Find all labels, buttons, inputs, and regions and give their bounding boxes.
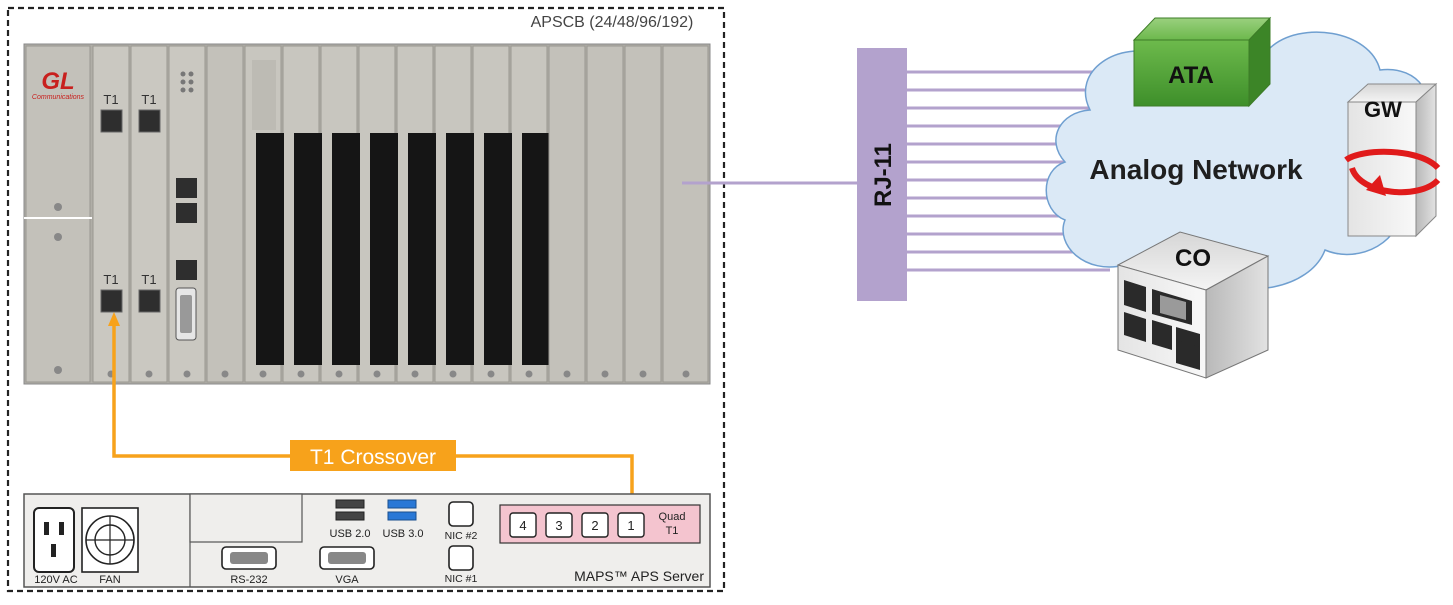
t1-label-top-2: T1 bbox=[141, 92, 156, 107]
t1-port-bottom-2[interactable] bbox=[138, 289, 161, 313]
apscb-chassis: GL Communications T1 T1 T1 T1 bbox=[23, 43, 711, 385]
usb3-port-2[interactable] bbox=[387, 511, 417, 521]
gl-logo-subtext: Communications bbox=[32, 94, 85, 101]
usb3-port-1[interactable] bbox=[387, 499, 417, 509]
central-office-device bbox=[1116, 231, 1270, 379]
t1-port-top-1[interactable] bbox=[100, 109, 123, 133]
ata-device bbox=[1132, 16, 1272, 108]
t1-label-top-1: T1 bbox=[103, 92, 118, 107]
rj11-connector bbox=[857, 48, 907, 301]
controller-module bbox=[25, 45, 91, 383]
quad-t1-port-2[interactable] bbox=[581, 512, 609, 538]
ata-label: ATA bbox=[1168, 62, 1214, 89]
quad-t1-port-3[interactable] bbox=[545, 512, 573, 538]
t1-label-bottom-1: T1 bbox=[103, 272, 118, 287]
quad-t1-port-1[interactable] bbox=[617, 512, 645, 538]
quad-t1-port-4-label: 4 bbox=[519, 518, 526, 533]
quad-t1-port-4[interactable] bbox=[509, 512, 537, 538]
quad-t1-port-2-label: 2 bbox=[591, 518, 598, 533]
t1-port-bottom-1[interactable] bbox=[100, 289, 123, 313]
t1-card-2 bbox=[130, 45, 168, 383]
crossover-label: T1 Crossover bbox=[310, 446, 436, 469]
rj11-label: RJ-11 bbox=[870, 143, 897, 207]
quad-t1-label-line2: T1 bbox=[666, 525, 679, 537]
analog-network-label: Analog Network bbox=[1089, 154, 1303, 185]
nic2-label: NIC #2 bbox=[445, 530, 478, 542]
rs232-label: RS-232 bbox=[230, 574, 267, 586]
vga-label: VGA bbox=[335, 574, 359, 586]
usb2-port-2[interactable] bbox=[335, 511, 365, 521]
quad-t1-label-line1: Quad bbox=[659, 511, 686, 523]
power-label: 120V AC bbox=[34, 574, 77, 586]
crossover-arrow-up bbox=[108, 312, 120, 326]
fan-label: FAN bbox=[99, 574, 120, 586]
gl-logo: GL bbox=[41, 68, 74, 95]
usb3-label: USB 3.0 bbox=[383, 528, 424, 540]
maps-aps-server bbox=[23, 493, 711, 588]
gateway-label: GW bbox=[1364, 97, 1402, 122]
crossover-label-box bbox=[290, 440, 456, 471]
central-office-label: CO bbox=[1175, 245, 1211, 272]
server-name: MAPS™ APS Server bbox=[574, 568, 704, 584]
fxs-cards bbox=[244, 45, 550, 383]
nic1-label: NIC #1 bbox=[445, 573, 478, 585]
usb2-label: USB 2.0 bbox=[330, 528, 371, 540]
usb2-port-1[interactable] bbox=[335, 499, 365, 509]
chassis-title: APSCB (24/48/96/192) bbox=[531, 14, 694, 31]
gateway-device bbox=[1344, 82, 1441, 238]
power-inlet[interactable] bbox=[33, 507, 75, 573]
quad-t1-port-1-label: 1 bbox=[627, 518, 634, 533]
nic2-port[interactable] bbox=[448, 501, 474, 527]
t1-port-top-2[interactable] bbox=[138, 109, 161, 133]
t1-label-bottom-2: T1 bbox=[141, 272, 156, 287]
quad-t1-port-3-label: 3 bbox=[555, 518, 562, 533]
nic1-port[interactable] bbox=[448, 545, 474, 571]
